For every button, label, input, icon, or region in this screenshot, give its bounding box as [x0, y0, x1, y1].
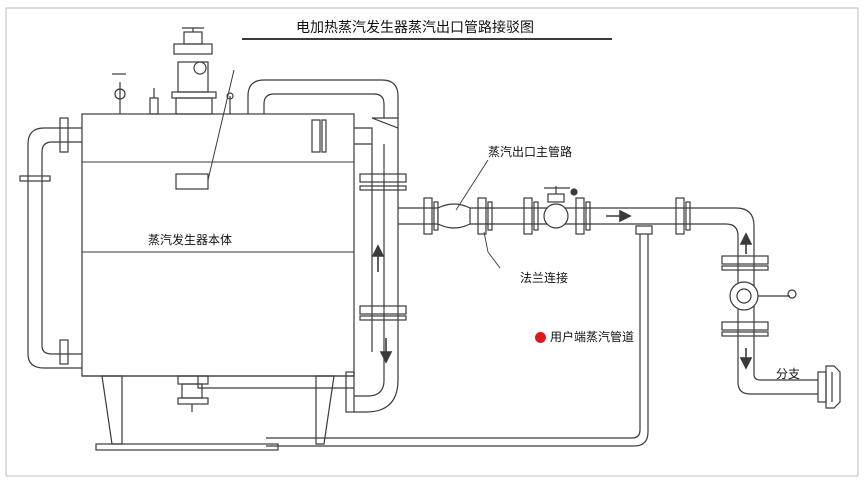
main-stop-valve — [543, 186, 578, 229]
user-pipe — [266, 225, 653, 447]
bottom-drain — [177, 375, 209, 412]
flow-arrow-up-right — [739, 232, 753, 254]
flange-label: 法兰连接 — [520, 271, 569, 285]
flow-arrow-up-left — [371, 244, 385, 272]
diagram-title: 电加热蒸汽发生器蒸汽出口管路接驳图 — [296, 20, 534, 36]
user-pipe-marker — [535, 332, 546, 343]
drawing-frame — [5, 7, 859, 477]
lower-return — [197, 352, 399, 413]
branch-label: 分支 — [776, 367, 801, 381]
leaders — [455, 159, 501, 269]
gauge-leader — [207, 69, 235, 181]
user-pipe-label: 用户端蒸汽管道 — [550, 330, 635, 344]
right-elbow — [725, 207, 755, 368]
top-fittings — [112, 73, 234, 115]
generator-body — [81, 113, 355, 377]
main-pipe — [398, 197, 736, 235]
flow-arrow-right — [606, 209, 632, 223]
branch-outlet — [737, 365, 841, 409]
flow-arrow-down-left — [379, 338, 393, 364]
vertical-downcomer — [359, 128, 407, 352]
flow-arrow-down-right — [739, 348, 753, 370]
generator-body-label: 蒸汽发生器本体 — [148, 233, 233, 247]
outlet-pipe-top — [247, 79, 399, 153]
right-vertical-fittings — [721, 255, 797, 337]
main-pipe-label: 蒸汽出口主管路 — [488, 145, 573, 159]
left-loop — [19, 117, 82, 369]
nameplate — [175, 173, 209, 190]
generator-base — [82, 375, 354, 451]
top-outlet-valve — [171, 27, 217, 115]
